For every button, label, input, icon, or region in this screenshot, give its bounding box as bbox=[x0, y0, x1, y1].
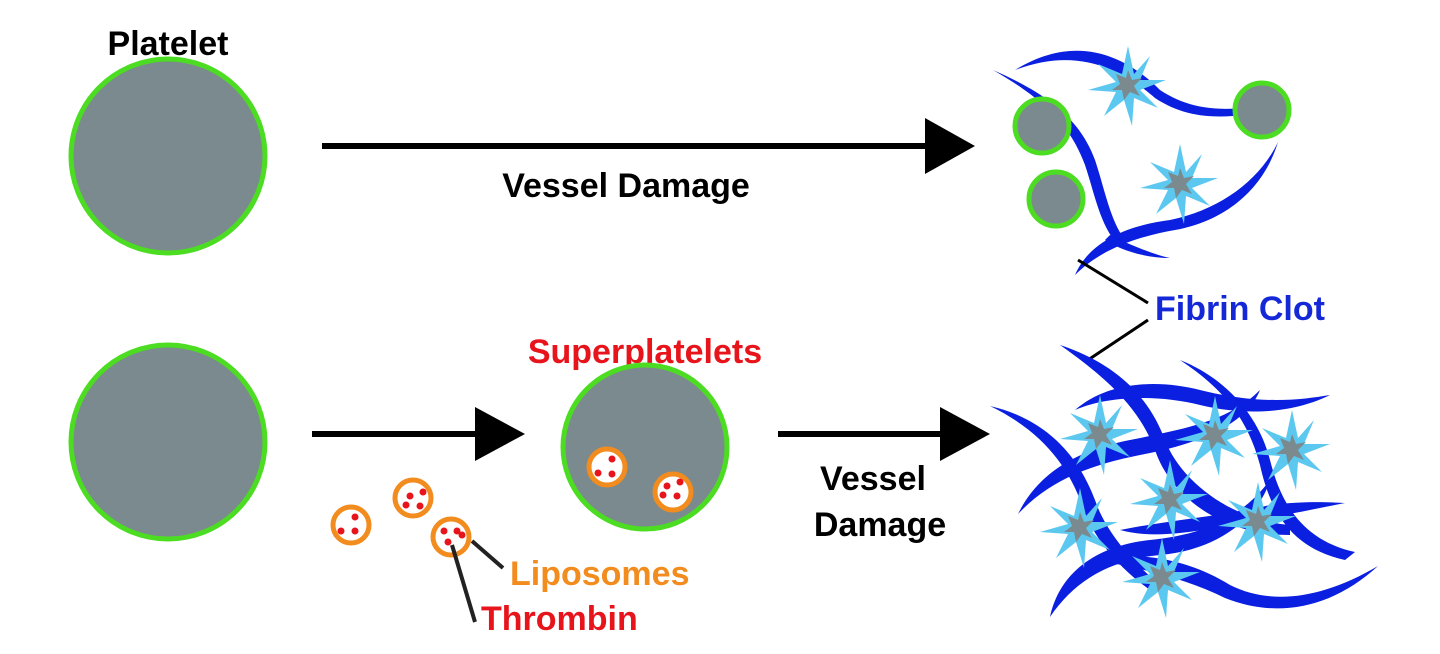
resting-platelet-top bbox=[68, 56, 268, 256]
thrombin-pointer bbox=[450, 544, 477, 623]
free-liposome bbox=[392, 477, 434, 519]
free-liposome bbox=[330, 504, 372, 546]
superplatelet bbox=[560, 362, 730, 532]
bound-platelet bbox=[1232, 80, 1292, 140]
liposome-pointer bbox=[470, 539, 505, 570]
loading-arrow bbox=[312, 407, 525, 461]
liposomes-label: Liposomes bbox=[510, 555, 689, 593]
vessel-damage-label-bottom-line2: Damage bbox=[814, 506, 946, 544]
vessel-damage-label-top: Vessel Damage bbox=[502, 167, 750, 205]
fibrin-clot-label: Fibrin Clot bbox=[1155, 290, 1325, 328]
sparse-fibrin-clot bbox=[993, 46, 1292, 275]
free-liposome-annotated bbox=[430, 516, 472, 558]
fibrin-pointer-bottom bbox=[1087, 318, 1149, 362]
dense-fibrin-clot bbox=[990, 345, 1378, 618]
vessel-damage-label-bottom-line1: Vessel bbox=[820, 460, 926, 498]
bound-platelet bbox=[1026, 169, 1086, 229]
internal-liposome bbox=[652, 471, 694, 513]
vessel-damage-arrow-top bbox=[322, 118, 975, 174]
fibrin-pointer-top bbox=[1077, 258, 1149, 305]
internal-liposome bbox=[586, 446, 628, 488]
vessel-damage-arrow-bottom bbox=[778, 407, 990, 461]
resting-platelet-bottom bbox=[68, 342, 268, 542]
thrombin-label: Thrombin bbox=[481, 600, 638, 638]
bound-platelet bbox=[1012, 96, 1072, 156]
